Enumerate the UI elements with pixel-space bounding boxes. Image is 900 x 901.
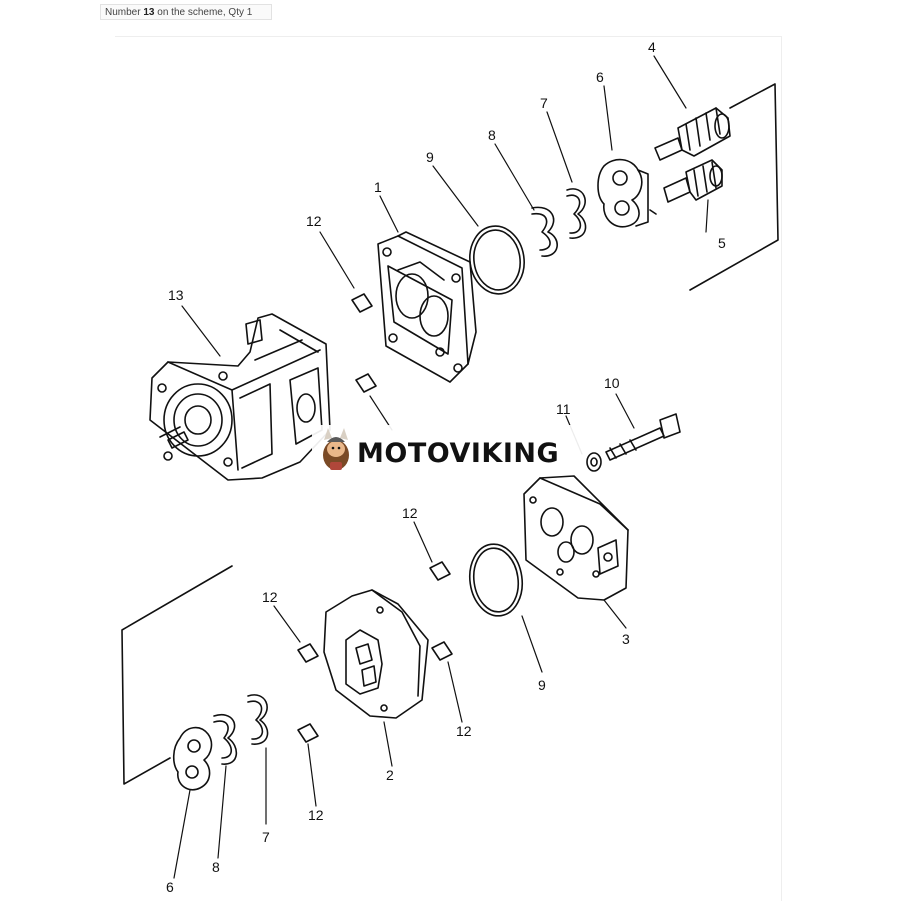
- part-2-gear-housing: [323, 589, 429, 719]
- callout-2: 2: [386, 767, 394, 783]
- callout-6-upper: 6: [596, 69, 604, 85]
- part-8-seal-lower: [213, 713, 238, 765]
- callout-10: 10: [604, 375, 620, 391]
- callout-11: 11: [556, 401, 571, 417]
- part-4-drive-gear: [654, 107, 731, 161]
- callout-12-e: 12: [308, 807, 324, 823]
- part-10-bolt: [605, 413, 681, 461]
- watermark-text: MOTOVIKING: [357, 438, 559, 469]
- callout-5: 5: [718, 235, 726, 251]
- part-3-rear-housing: [523, 475, 629, 601]
- leader-lines: [173, 55, 709, 879]
- callout-8-lower: 8: [212, 859, 220, 875]
- part-9-o-ring-upper: [469, 225, 525, 295]
- callout-7-upper: 7: [540, 95, 548, 111]
- caption-prefix: Number: [105, 7, 144, 18]
- part-5-driven-gear: [649, 159, 723, 215]
- part-1-cover-plate: [377, 231, 477, 383]
- part-6-bushing-plate-upper: [597, 158, 649, 228]
- callout-labels: 4 6 7 8 9 1 12 13 5 10 11 12 12 3 9 12 2…: [166, 39, 726, 895]
- callout-4: 4: [648, 39, 656, 55]
- viking-mascot-logo: [323, 428, 349, 470]
- part-9-o-ring-lower: [468, 543, 524, 617]
- caption-suffix: on the scheme, Qty 1: [154, 7, 253, 18]
- part-12-dowel-pin-d: [297, 643, 319, 663]
- callout-3: 3: [622, 631, 630, 647]
- part-6-bushing-plate-lower: [172, 726, 213, 791]
- callout-1: 1: [374, 179, 382, 195]
- caption-part-number: 13: [143, 7, 155, 18]
- part-12-dowel-pin-f: [297, 723, 319, 743]
- callout-12-b: 12: [402, 505, 418, 521]
- part-caption: Number 13 on the scheme, Qty 1: [100, 4, 272, 20]
- callout-6-lower: 6: [166, 879, 174, 895]
- part-12-dowel-pin-e: [431, 641, 453, 661]
- callout-12-a: 12: [306, 213, 322, 229]
- callout-13: 13: [168, 287, 184, 303]
- callout-7-lower: 7: [262, 829, 270, 845]
- part-12-dowel-pin-c: [429, 561, 451, 581]
- group-bracket-lower: [121, 565, 233, 785]
- callout-8-upper: 8: [488, 127, 496, 143]
- part-13-pump-assembly: [149, 313, 331, 481]
- part-12-dowel-pin-b: [355, 373, 377, 393]
- part-11-washer: [586, 452, 602, 472]
- callout-9-upper: 9: [426, 149, 434, 165]
- callout-12-c: 12: [262, 589, 278, 605]
- callout-9-lower: 9: [538, 677, 546, 693]
- group-bracket-upper: [689, 83, 779, 291]
- motoviking-watermark: MOTOVIKING: [312, 425, 584, 475]
- part-12-dowel-pin-a: [351, 293, 373, 313]
- part-7-backup-ring-lower: [247, 694, 269, 745]
- part-7-backup-ring-upper: [566, 188, 587, 239]
- scheme-sheet: [115, 36, 782, 901]
- callout-12-d: 12: [456, 723, 472, 739]
- part-8-seal-upper: [531, 206, 558, 257]
